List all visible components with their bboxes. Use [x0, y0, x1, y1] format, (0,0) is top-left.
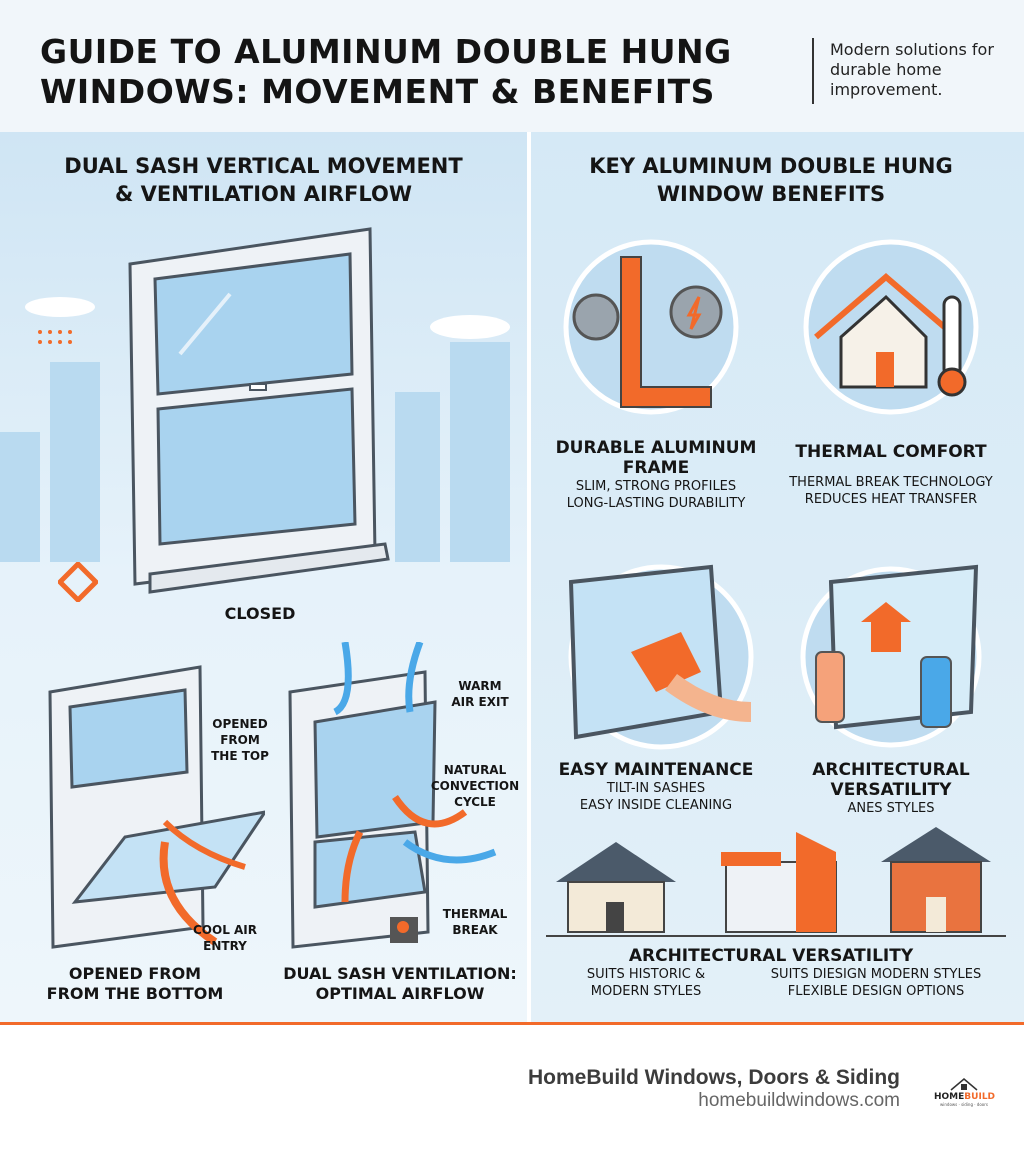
label-line: BREAK — [452, 923, 498, 937]
section-title: DUAL SASH VERTICAL MOVEMENT & VENTILATIO… — [0, 152, 527, 208]
versatility-title: ARCHITECTURAL VERSATILITY — [628, 946, 914, 966]
label-line: OPTIMAL AIRFLOW — [315, 984, 485, 1003]
label-line: FLEXIBLE DESIGN OPTIONS — [787, 984, 965, 999]
benefit-architectural-versatility: ARCHITECTURAL VERSATILITY ANES STYLES — [771, 760, 1011, 817]
page-title: GUIDE TO ALUMINUM DOUBLE HUNG WINDOWS: M… — [40, 32, 732, 112]
versatility-col2: SUITS DIESIGN MODERN STYLES FLEXIBLE DESI… — [746, 966, 1006, 1000]
company-url[interactable]: homebuildwindows.com — [698, 1090, 900, 1111]
benefit-sub: SLIM, STRONG PROFILES — [575, 479, 737, 494]
label-line: OPENED — [212, 717, 268, 731]
benefit-sub: LONG-LASTING DURABILITY — [566, 496, 746, 511]
homebuild-logo: HOMEBUILD windows · siding · doors — [934, 1076, 996, 1112]
versatility-col1: SUITS HISTORIC & MODERN STYLES — [571, 966, 721, 1000]
city-skyline-illustration — [0, 297, 510, 562]
section-title: KEY ALUMINUM DOUBLE HUNG WINDOW BENEFITS — [531, 152, 1011, 208]
benefit-sub: EASY INSIDE CLEANING — [579, 798, 733, 813]
house-logo-icon — [950, 1078, 978, 1091]
label-line: WARM — [458, 679, 502, 693]
label-line: NATURAL — [443, 763, 507, 777]
label-line: AIR EXIT — [451, 695, 509, 709]
label-line: MODERN STYLES — [590, 984, 702, 999]
benefit-title: EASY MAINTENANCE — [558, 760, 754, 780]
title-line: WINDOWS: MOVEMENT & BENEFITS — [40, 72, 715, 111]
label-line: COOL AIR — [192, 923, 258, 937]
title-line: KEY ALUMINUM DOUBLE HUNG — [589, 154, 953, 178]
logo-sub: windows · siding · doors — [940, 1102, 988, 1107]
dual-sash-label: DUAL SASH VENTILATION:OPTIMAL AIRFLOW — [275, 964, 525, 1004]
benefit-durable-frame: DURABLE ALUMINUM FRAME SLIM, STRONG PROF… — [541, 438, 771, 512]
warm-air-label: WARM AIR EXIT — [440, 678, 520, 710]
house-thermometer-icon — [803, 239, 979, 415]
label-line: OPENED FROM — [68, 964, 202, 983]
spray-bottles-window-icon — [800, 564, 982, 748]
diamond-icon — [58, 562, 98, 602]
title-line: WINDOW BENEFITS — [656, 182, 886, 206]
label-line: DUAL SASH VENTILATION: — [283, 964, 517, 983]
benefit-sub: REDUCES HEAT TRANSFER — [804, 492, 978, 507]
label-line: ENTRY — [203, 939, 247, 953]
label-line: THERMAL — [442, 907, 508, 921]
tagline: Modern solutions for durable home improv… — [830, 40, 994, 99]
benefit-title: DURABLE ALUMINUM — [555, 438, 757, 458]
house-styles-illustration — [546, 827, 1006, 937]
benefits-panel: KEY ALUMINUM DOUBLE HUNG WINDOW BENEFITS… — [531, 132, 1024, 1022]
benefit-title: FRAME — [622, 458, 690, 478]
benefit-thermal-comfort: THERMAL COMFORT THERMAL BREAK TECHNOLOGY… — [771, 442, 1011, 508]
label-line: CYCLE — [454, 795, 496, 809]
thermal-break-label: THERMAL BREAK — [430, 906, 520, 938]
benefit-sub: TILT-IN SASHES — [606, 781, 706, 796]
company-name: HomeBuild Windows, Doors & Siding — [528, 1066, 900, 1089]
title-line: GUIDE TO ALUMINUM DOUBLE HUNG — [40, 32, 732, 71]
benefit-sub: ANES STYLES — [847, 801, 935, 816]
cool-air-label: COOL AIR ENTRY — [180, 922, 270, 954]
header: GUIDE TO ALUMINUM DOUBLE HUNG WINDOWS: M… — [0, 0, 1024, 132]
label-line: SUITS DIESIGN MODERN STYLES — [770, 967, 982, 982]
logo-text: HOMEBUILD — [934, 1092, 996, 1102]
benefit-easy-maintenance: EASY MAINTENANCE TILT-IN SASHES EASY INS… — [541, 760, 771, 814]
opened-top-label: OPENED FROM THE TOP — [195, 716, 285, 764]
title-line: DUAL SASH VERTICAL MOVEMENT — [64, 154, 463, 178]
convection-label: NATURAL CONVECTION CYCLE — [425, 762, 525, 810]
benefit-title: THERMAL COMFORT — [795, 442, 987, 462]
aluminum-frame-gears-icon — [563, 239, 739, 415]
divider — [0, 1022, 1024, 1025]
benefit-title: VERSATILITY — [830, 780, 952, 800]
benefit-title: ARCHITECTURAL — [812, 760, 970, 780]
title-line: & VENTILATION AIRFLOW — [114, 182, 413, 206]
opened-window-illustration — [48, 665, 265, 949]
dual-sash-window-illustration — [288, 642, 497, 949]
label-line: THE TOP — [211, 749, 269, 763]
label-line: SUITS HISTORIC & — [586, 967, 706, 982]
closed-window-illustration — [128, 227, 390, 594]
label-line: FROM — [220, 733, 260, 747]
label-line: FROM THE BOTTOM — [46, 984, 224, 1003]
movement-panel: DUAL SASH VERTICAL MOVEMENT & VENTILATIO… — [0, 132, 527, 1022]
benefit-sub: THERMAL BREAK TECHNOLOGY — [789, 475, 993, 490]
divider — [812, 38, 814, 104]
label-line: CONVECTION — [430, 779, 520, 793]
hand-cleaning-window-icon — [568, 564, 754, 750]
closed-label: CLOSED — [224, 604, 296, 623]
